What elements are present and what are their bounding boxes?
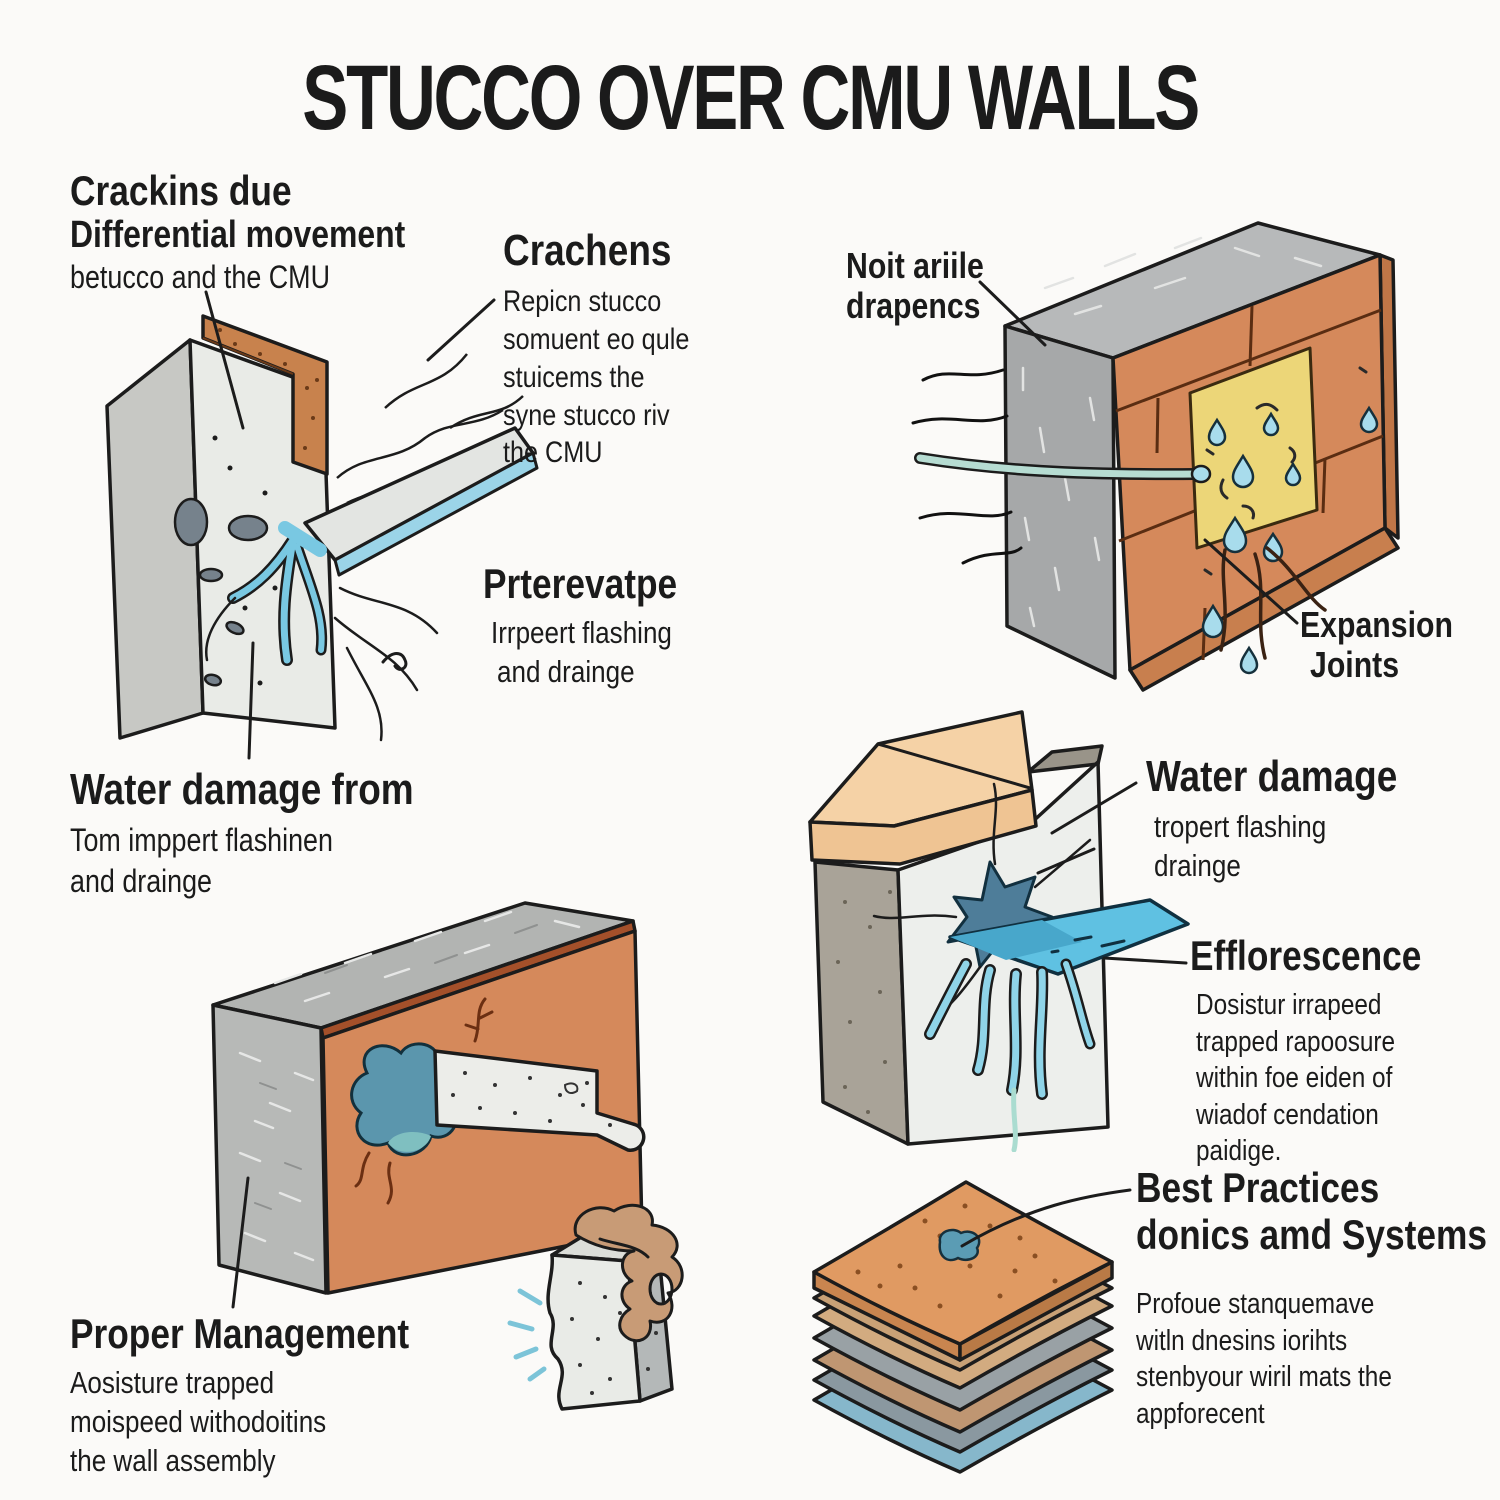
label-crachens-line: the CMU [503, 436, 603, 470]
label-cracking: Crackins due Differential movement betuc… [70, 167, 469, 297]
label-best-line: appforecent [1136, 1397, 1265, 1430]
label-best-line: witln dnesins iorihts [1136, 1324, 1348, 1357]
label-water-right-heading: Water damage [1146, 752, 1398, 801]
label-water-right-line: drainge [1154, 848, 1241, 884]
cmu-differential-crack-illustration [105, 314, 539, 742]
label-efflorescence-line: wiadof cendation [1196, 1098, 1379, 1131]
label-preventive-line: and drainge [497, 654, 635, 690]
label-crachens-line: stuicems the [503, 360, 645, 394]
label-best-line: stenbyour wiril mats the [1136, 1361, 1392, 1394]
label-preventive-heading: Prterevatpe [483, 560, 678, 607]
label-moisture-line1: Noit ariile [846, 245, 984, 286]
label-moisture: Noit ariile drapencs [846, 245, 1010, 327]
label-proper-line: moispeed withodoitins [70, 1404, 327, 1440]
label-cracking-body: betucco and the CMU [70, 258, 330, 295]
label-water-left-line: Tom imppert flashinen [70, 822, 333, 859]
label-cracking-heading1: Crackins due [70, 167, 292, 214]
label-crachens-line: syne stucco riv [503, 398, 670, 432]
label-water-right-line: tropert flashing [1154, 809, 1327, 845]
label-preventive: Prterevatpe Irrpeert flashing and draing… [483, 560, 714, 691]
label-expansion-line1: Expansion [1300, 604, 1453, 645]
label-moisture-line2: drapencs [846, 285, 981, 327]
crumbled-block-illustration [507, 1203, 684, 1411]
page-title: STUCCO OVER CMU WALLS [302, 47, 1200, 149]
label-expansion: Expansion Joints [1300, 604, 1482, 686]
label-water-left: Water damage from Tom imppert flashinen … [70, 765, 479, 901]
label-crachens-heading: Crachens [503, 226, 672, 275]
label-proper: Proper Management Aosisture trapped mois… [70, 1310, 474, 1480]
label-efflorescence: Efflorescence Dosistur irrapeed trapped … [1190, 932, 1465, 1170]
label-efflorescence-line: Dosistur irrapeed [1196, 989, 1382, 1022]
label-proper-heading: Proper Management [70, 1310, 410, 1357]
label-preventive-line: Irrpeert flashing [491, 615, 672, 651]
label-best-line: Profoue stanquemave [1136, 1288, 1375, 1321]
label-crachens-line: Repicn stucco [503, 285, 662, 319]
label-efflorescence-line: trapped rapoosure [1196, 1025, 1396, 1058]
label-efflorescence-line: paidige. [1196, 1135, 1282, 1168]
label-best-practices: Best Practices donics amd Systems Profou… [1136, 1164, 1500, 1432]
label-water-right: Water damage tropert flashing drainge [1146, 752, 1445, 885]
label-water-left-heading: Water damage from [70, 765, 414, 814]
label-efflorescence-heading: Efflorescence [1190, 932, 1422, 979]
label-crachens-line: somuent eo qule [503, 323, 690, 357]
label-crachens: Crachens Repicn stucco somuent eo qule s… [503, 226, 725, 472]
layer-stack-illustration [812, 1180, 1114, 1474]
label-proper-line: the wall assembly [70, 1443, 276, 1479]
label-water-left-line: and drainge [70, 862, 212, 899]
label-proper-line: Aosisture trapped [70, 1365, 275, 1401]
label-best-heading1: Best Practices [1136, 1164, 1380, 1211]
flashing-crack-illustration [808, 710, 1190, 1152]
label-best-heading2: donics amd Systems [1136, 1211, 1487, 1259]
label-expansion-line2: Joints [1310, 644, 1400, 686]
label-efflorescence-line: within foe eiden of [1196, 1062, 1393, 1095]
label-cracking-heading2: Differential movement [70, 214, 406, 257]
